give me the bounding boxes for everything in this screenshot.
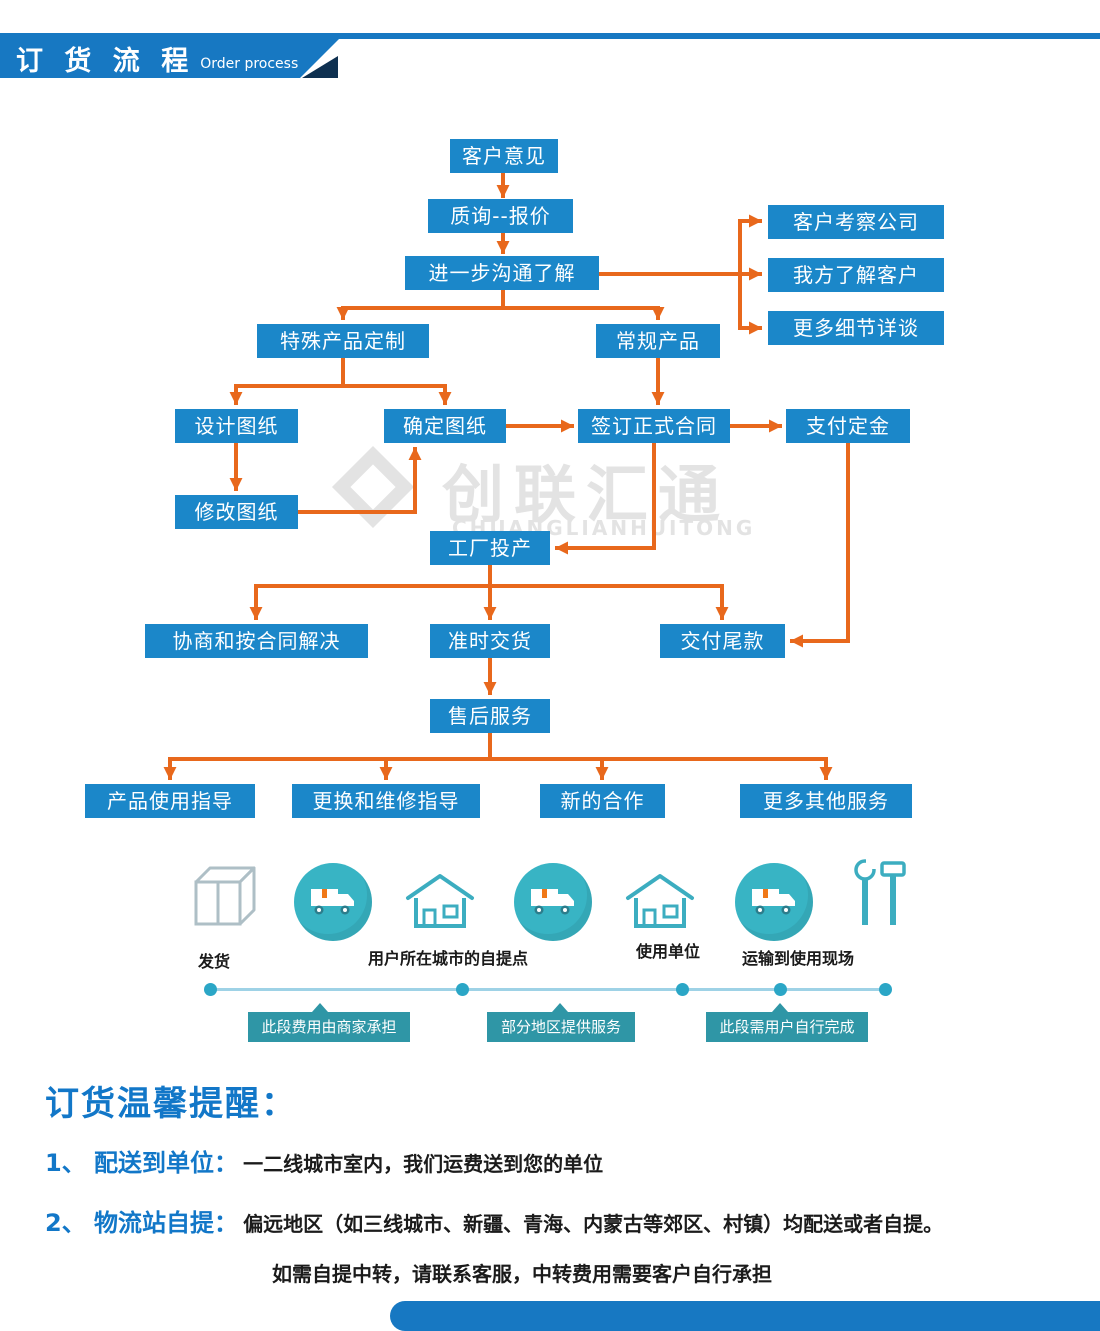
- flow-node-further-communication: 进一步沟通了解: [405, 256, 599, 290]
- flow-node-new-cooperation: 新的合作: [540, 784, 665, 818]
- house-icon: [404, 872, 476, 934]
- flow-node-more-details: 更多细节详谈: [768, 311, 944, 345]
- ribbon-merchant-cost: 此段费用由商家承担: [248, 1003, 410, 1042]
- ribbon-user-complete: 此段需用户自行完成: [706, 1003, 868, 1042]
- timeline-dot: [879, 983, 892, 996]
- flow-node-pay-deposit: 支付定金: [786, 409, 910, 443]
- header-top-strip: [0, 33, 1100, 39]
- ribbon-label: 部分地区提供服务: [500, 1018, 621, 1036]
- flow-node-inquiry-quote: 质询--报价: [428, 199, 573, 233]
- ribbon-pointer: [772, 1003, 788, 1012]
- reminder-item-2-head: 2、 物流站自提：: [45, 1209, 239, 1237]
- flow-node-replacement-repair: 更换和维修指导: [292, 784, 480, 818]
- flow-node-pay-balance: 交付尾款: [660, 624, 785, 658]
- page-subtitle: Order process: [200, 56, 299, 72]
- reminder-item-2-body: 偏远地区（如三线城市、新疆、青海、内蒙古等郊区、村镇）均配送或者自提。: [243, 1212, 944, 1236]
- flow-node-sign-contract: 签订正式合同: [578, 409, 730, 443]
- ribbon-partial-service: 部分地区提供服务: [487, 1003, 635, 1042]
- ribbon-label: 此段费用由商家承担: [261, 1018, 397, 1036]
- ribbon-pointer: [312, 1003, 328, 1012]
- delivery-truck-icon: [294, 863, 372, 941]
- timeline-dot: [456, 983, 469, 996]
- flow-node-design-drawing: 设计图纸: [175, 409, 298, 443]
- reminder-note: 如需自提中转，请联系客服，中转费用需要客户自行承担: [272, 1262, 772, 1286]
- flow-node-customer-feedback: 客户意见: [450, 139, 558, 173]
- flow-node-understand-customer: 我方了解客户: [768, 258, 944, 292]
- flow-node-negotiate-per-contract: 协商和按合同解决: [145, 624, 368, 658]
- ribbon-pointer: [552, 1003, 568, 1012]
- flow-node-usage-guidance: 产品使用指导: [85, 784, 255, 818]
- flow-node-ontime-delivery: 准时交货: [430, 624, 550, 658]
- header-banner: 订 货 流 程 Order process: [0, 38, 340, 78]
- label-transport-to-site: 运输到使用现场: [742, 949, 855, 968]
- flow-node-confirm-drawing: 确定图纸: [384, 409, 506, 443]
- flow-node-regular-product: 常规产品: [596, 324, 720, 358]
- flow-node-after-sales: 售后服务: [430, 699, 550, 733]
- house-icon: [624, 872, 696, 934]
- reminder-title: 订货温馨提醒：: [45, 1084, 297, 1124]
- label-pickup-point: 用户所在城市的自提点: [368, 949, 529, 968]
- flow-node-more-services: 更多其他服务: [740, 784, 912, 818]
- watermark-logo: [331, 445, 415, 529]
- reminder-item-1: 1、 配送到单位： 一二线城市室内，我们运费送到您的单位: [45, 1143, 603, 1178]
- timeline-dot: [676, 983, 689, 996]
- tools-icon: [850, 855, 910, 939]
- timeline-dot: [204, 983, 217, 996]
- timeline-dot: [774, 983, 787, 996]
- flow-node-factory-production: 工厂投产: [430, 531, 550, 565]
- flow-node-customer-visit: 客户考察公司: [768, 205, 944, 239]
- footer-bar: [390, 1301, 1100, 1331]
- flow-node-revise-drawing: 修改图纸: [175, 495, 298, 529]
- reminder-item-1-head: 1、 配送到单位：: [45, 1149, 239, 1177]
- label-user-unit: 使用单位: [636, 942, 701, 961]
- flow-node-custom-product: 特殊产品定制: [257, 324, 429, 358]
- timeline: [210, 988, 886, 991]
- delivery-truck-icon: [514, 863, 592, 941]
- delivery-truck-icon: [735, 863, 813, 941]
- ribbon-label: 此段需用户自行完成: [719, 1018, 855, 1036]
- reminder-item-2: 2、 物流站自提： 偏远地区（如三线城市、新疆、青海、内蒙古等郊区、村镇）均配送…: [45, 1203, 943, 1238]
- reminder-item-1-body: 一二线城市室内，我们运费送到您的单位: [243, 1152, 604, 1176]
- label-shipping: 发货: [198, 952, 231, 971]
- page-title: 订 货 流 程: [16, 45, 195, 77]
- package-icon: [192, 862, 258, 932]
